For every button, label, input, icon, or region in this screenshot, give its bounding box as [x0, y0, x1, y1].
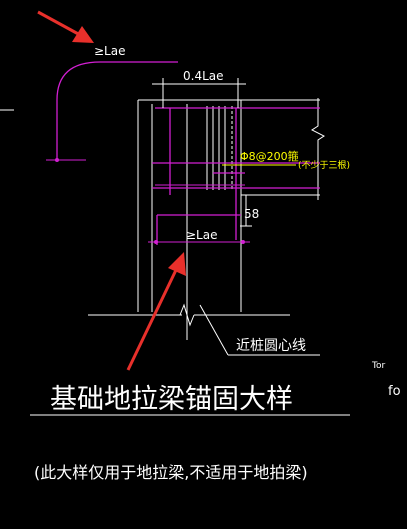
drawing-subtitle: (此大样仅用于地拉梁,不适用于地拍梁): [34, 463, 308, 482]
pile-centerline-label: 近桩圆心线: [236, 337, 306, 354]
stirrup-note-extra: (不少于三根): [298, 159, 350, 171]
dim-top-label: 0.4Lae: [183, 69, 224, 83]
red-arrow-top: [37, 10, 94, 43]
red-arrow-bottom: [126, 252, 186, 371]
beam-break-symbol: [311, 98, 325, 200]
hook-rebar-end: [55, 158, 59, 162]
ground-break-symbol: [179, 303, 195, 327]
side-text-2: fo: [388, 384, 401, 399]
side-text-1: Tor: [371, 361, 385, 371]
pile-leader: [199, 304, 229, 356]
dim-58-label: 58: [244, 207, 259, 221]
anchor-bottom-label: ≥Lae: [186, 228, 217, 242]
stirrup-note: Φ8@200箍: [240, 149, 299, 163]
dim-bottom-tick: [241, 240, 245, 244]
anchor-top-label: ≥Lae: [94, 44, 125, 58]
dim-bottom-tick: [154, 240, 158, 244]
drawing-title: 基础地拉梁锚固大样: [50, 384, 293, 415]
hook-rebar: [56, 61, 178, 160]
